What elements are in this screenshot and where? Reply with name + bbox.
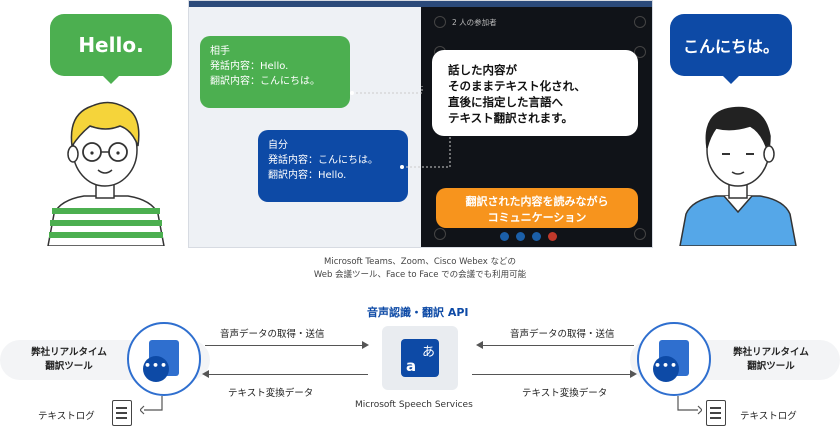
text-log-file-icon bbox=[706, 400, 726, 426]
self-translated: 翻訳内容：Hello. bbox=[268, 170, 347, 181]
note-line: 翻訳された内容を読みながら bbox=[465, 195, 609, 208]
right-person-illustration bbox=[679, 106, 797, 246]
self-name: 自分 bbox=[268, 140, 288, 151]
usage-caption: Microsoft Teams、Zoom、Cisco Webex などの Web… bbox=[240, 256, 600, 282]
right-return-label: テキスト変換データ bbox=[522, 388, 608, 399]
control-dots bbox=[500, 232, 580, 242]
control-dot-icon[interactable] bbox=[500, 232, 509, 241]
right-log-connector bbox=[677, 396, 702, 415]
translate-glyph: a bbox=[406, 357, 417, 375]
partner-spoken: 発話内容：Hello. bbox=[210, 61, 289, 72]
left-speech-bubble: Hello. bbox=[50, 14, 172, 84]
text-log-file-icon bbox=[112, 400, 132, 426]
left-return-label: テキスト変換データ bbox=[228, 388, 314, 399]
meeting-topbar bbox=[189, 1, 652, 7]
translate-icon: あ a bbox=[401, 339, 439, 377]
speech-api-box: あ a bbox=[382, 326, 458, 390]
control-dot-icon[interactable] bbox=[548, 232, 557, 241]
participants-count: 2 人の参加者 bbox=[452, 18, 497, 27]
video-dot-icon bbox=[434, 228, 446, 240]
video-dot-icon bbox=[634, 228, 646, 240]
translate-glyph: あ bbox=[421, 345, 435, 360]
video-dot-icon bbox=[634, 46, 646, 58]
chat-bubble-icon: ••• bbox=[653, 356, 679, 382]
right-speech-bubble: こんにちは。 bbox=[670, 14, 792, 84]
left-return-arrow bbox=[208, 374, 368, 375]
caption-line: Microsoft Teams、Zoom、Cisco Webex などの bbox=[324, 257, 516, 267]
callout-line: 話した内容が bbox=[448, 63, 517, 77]
right-log-label: テキストログ bbox=[740, 411, 797, 422]
callout-line: 直後に指定した言語へ bbox=[448, 95, 563, 109]
communication-note: 翻訳された内容を読みながら コミュニケーション bbox=[436, 188, 638, 228]
api-name: Microsoft Speech Services bbox=[355, 400, 473, 410]
tool-label-line: 弊社リアルタイム bbox=[733, 347, 809, 358]
left-send-arrow bbox=[205, 345, 363, 346]
note-line: コミュニケーション bbox=[487, 211, 587, 224]
left-log-label: テキストログ bbox=[38, 411, 95, 422]
self-spoken: 発話内容：こんにちは。 bbox=[268, 155, 378, 166]
control-dot-icon[interactable] bbox=[516, 232, 525, 241]
control-dot-icon[interactable] bbox=[532, 232, 541, 241]
participant-dot-icon bbox=[434, 16, 446, 28]
right-speech-text: こんにちは。 bbox=[682, 37, 779, 56]
self-message: 自分 発話内容：こんにちは。 翻訳内容：Hello. bbox=[258, 130, 408, 202]
left-log-connector bbox=[140, 396, 163, 415]
partner-translated: 翻訳内容：こんにちは。 bbox=[210, 76, 320, 87]
callout-line: そのままテキスト化され、 bbox=[448, 79, 586, 93]
callout-line: テキスト翻訳されます。 bbox=[448, 111, 574, 125]
explanation-callout: 話した内容が そのままテキスト化され、 直後に指定した言語へ テキスト翻訳されま… bbox=[432, 50, 638, 136]
arrow-right-icon bbox=[362, 341, 369, 349]
right-return-arrow bbox=[472, 374, 632, 375]
caption-line: Web 会議ツール、Face to Face での会議でも利用可能 bbox=[313, 270, 527, 280]
left-speech-text: Hello. bbox=[78, 33, 144, 57]
chat-bubble-icon: ••• bbox=[143, 356, 169, 382]
tool-label-line: 弊社リアルタイム bbox=[31, 347, 107, 358]
arrow-left-icon bbox=[202, 370, 209, 378]
arrow-left-icon bbox=[476, 341, 483, 349]
tool-label-line: 翻訳ツール bbox=[45, 361, 93, 372]
right-send-arrow bbox=[482, 345, 634, 346]
right-tool-label: 弊社リアルタイム 翻訳ツール bbox=[716, 346, 826, 374]
video-dot-icon bbox=[634, 16, 646, 28]
tool-label-line: 翻訳ツール bbox=[747, 361, 795, 372]
left-tool-circle: ••• bbox=[127, 322, 201, 396]
arrow-right-icon bbox=[630, 370, 637, 378]
left-send-label: 音声データの取得・送信 bbox=[220, 329, 325, 340]
api-title: 音声認識・翻訳 API bbox=[367, 306, 469, 319]
right-tool-circle: ••• bbox=[637, 322, 711, 396]
left-tool-label: 弊社リアルタイム 翻訳ツール bbox=[14, 346, 124, 374]
partner-name: 相手 bbox=[210, 46, 230, 57]
left-person-illustration bbox=[47, 101, 165, 246]
partner-message: 相手 発話内容：Hello. 翻訳内容：こんにちは。 bbox=[200, 36, 350, 108]
right-send-label: 音声データの取得・送信 bbox=[510, 329, 615, 340]
